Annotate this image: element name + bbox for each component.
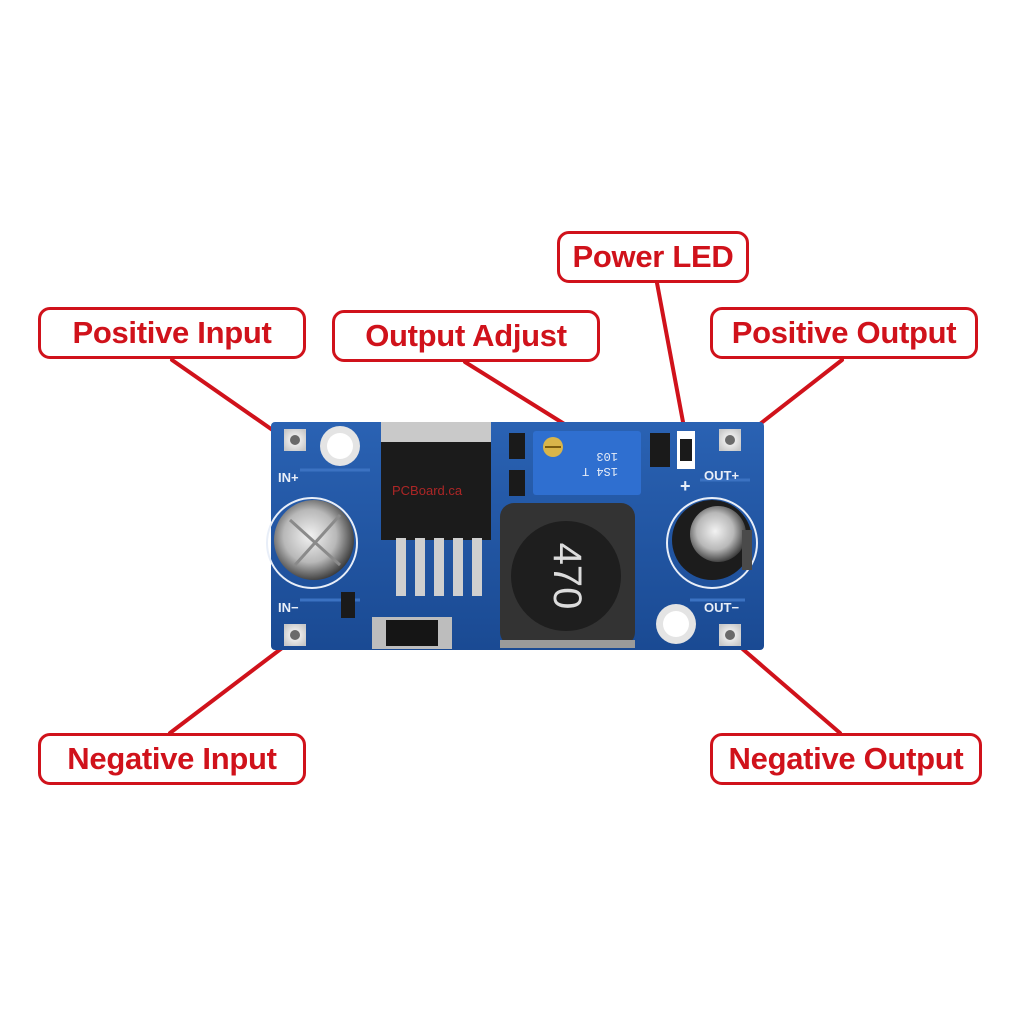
pot-marking-2: 1S4 T: [582, 464, 618, 478]
callout-power-led: Power LED: [557, 231, 749, 283]
silk-in-plus: IN+: [278, 470, 299, 485]
callout-negative-input: Negative Input: [38, 733, 306, 785]
diode: [372, 617, 452, 649]
silk-in-minus: IN−: [278, 600, 299, 615]
leader-negative-input: [168, 643, 288, 735]
potentiometer: 103 1S4 T: [533, 431, 641, 495]
silk-out-plus: OUT+: [704, 468, 739, 483]
input-capacitor: [266, 497, 358, 589]
inductor-marking: 470: [545, 543, 589, 610]
leader-positive-input: [170, 358, 286, 440]
output-capacitor: [666, 497, 758, 589]
inductor: 470: [500, 503, 635, 648]
pcb-traces: [300, 468, 750, 602]
ic-watermark: PCBoard.ca: [392, 483, 463, 498]
buck-converter-board: IN+ IN− OUT+ OUT− + PCBoard.ca: [266, 422, 764, 650]
mounting-holes: [320, 426, 696, 644]
ic-pins: [396, 538, 482, 596]
pot-marking-1: 103: [596, 449, 618, 463]
callout-output-adjust: Output Adjust: [332, 310, 600, 362]
solder-pads: [284, 429, 741, 646]
regulator-ic: PCBoard.ca: [381, 422, 491, 596]
callout-negative-output: Negative Output: [710, 733, 982, 785]
power-led: [677, 431, 695, 469]
callout-positive-output: Positive Output: [710, 307, 978, 359]
leader-lines: [168, 281, 844, 735]
leader-power-led: [655, 281, 688, 440]
silk-plus: +: [680, 476, 691, 496]
smd-components: [341, 433, 670, 618]
callout-positive-input: Positive Input: [38, 307, 306, 359]
leader-negative-output: [736, 643, 842, 735]
silk-out-minus: OUT−: [704, 600, 739, 615]
